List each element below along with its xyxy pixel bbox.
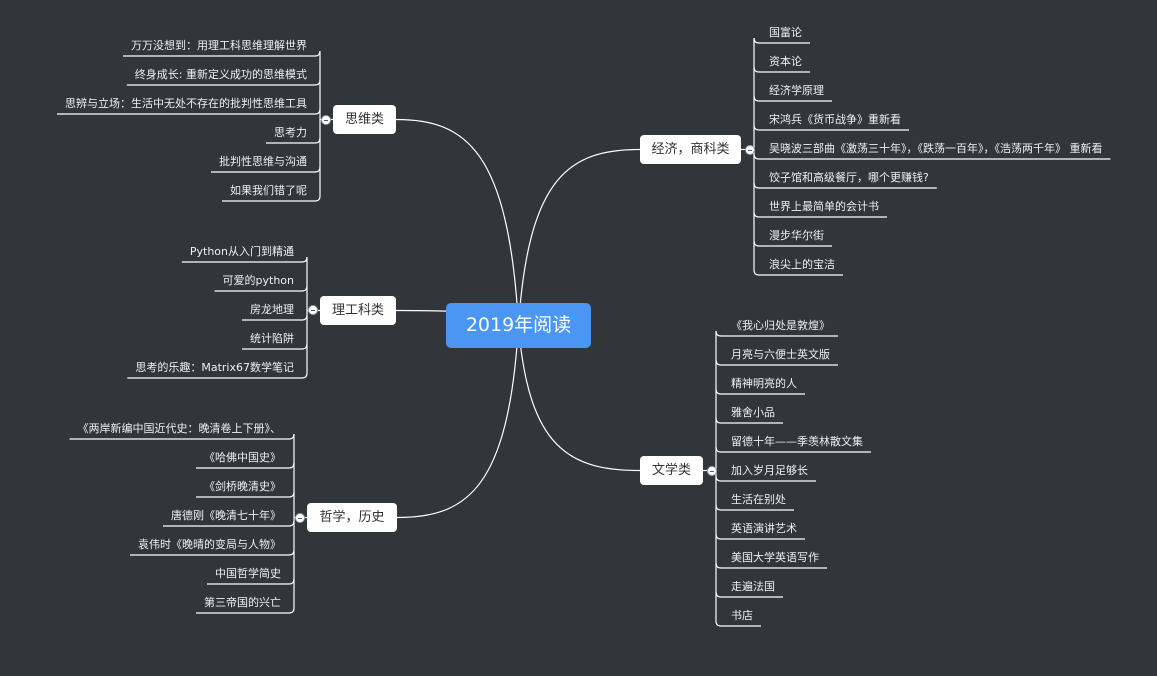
leaf-history-2[interactable]: 《哈佛中国史》 — [204, 451, 281, 464]
leaf-economics-2[interactable]: 资本论 — [769, 55, 802, 68]
collapse-icon[interactable] — [295, 513, 305, 523]
leaf-science-5[interactable]: 思考的乐趣：Matrix67数学笔记 — [135, 361, 294, 374]
leaf-underline — [753, 269, 843, 276]
collapse-icon[interactable] — [745, 145, 755, 155]
leaf-history-4[interactable]: 唐德刚《晚清七十年》 — [171, 509, 281, 522]
leaf-literature-8[interactable]: 英语演讲艺术 — [731, 522, 797, 535]
root-link-branch-philosophy-history — [396, 325, 520, 519]
leaf-history-5[interactable]: 袁伟时《晚晴的变局与人物》 — [138, 538, 281, 551]
leaf-history-3[interactable]: 《剑桥晚清史》 — [204, 480, 281, 493]
leaf-economics-1[interactable]: 国富论 — [769, 26, 802, 39]
leaf-underline — [715, 620, 761, 627]
leaf-literature-5[interactable]: 留德十年——季羡林散文集 — [731, 435, 863, 448]
root-link-branch-economics-business — [517, 148, 641, 326]
leaf-literature-11[interactable]: 书店 — [731, 609, 753, 622]
leaf-literature-3[interactable]: 精神明亮的人 — [731, 377, 797, 390]
collapse-icon[interactable] — [321, 115, 331, 125]
branch-philosophy-history[interactable]: 哲学，历史 — [307, 503, 397, 532]
leaf-economics-5[interactable]: 吴晓波三部曲《激荡三十年》，《跌荡一百年》，《浩荡两千年》 重新看 — [769, 142, 1103, 155]
leaf-economics-7[interactable]: 世界上最简单的会计书 — [769, 200, 879, 213]
leaf-science-2[interactable]: 可爱的python — [222, 274, 294, 287]
leaf-science-3[interactable]: 房龙地理 — [250, 303, 294, 316]
leaf-thinking-5[interactable]: 批判性思维与沟通 — [219, 155, 307, 168]
leaf-thinking-1[interactable]: 万万没想到：用理工科思维理解世界 — [131, 39, 307, 52]
root-topic[interactable]: 2019年阅读 — [446, 303, 591, 348]
leaf-literature-2[interactable]: 月亮与六便士英文版 — [731, 348, 830, 361]
leaf-thinking-6[interactable]: 如果我们错了呢 — [230, 184, 307, 197]
branch-science[interactable]: 理工科类 — [320, 296, 396, 325]
leaf-science-4[interactable]: 统计陷阱 — [250, 332, 294, 345]
leaf-economics-9[interactable]: 浪尖上的宝洁 — [769, 258, 835, 271]
leaf-thinking-3[interactable]: 思辨与立场：生活中无处不存在的批判性思维工具 — [65, 97, 307, 110]
collapse-icon[interactable] — [308, 305, 318, 315]
leaf-literature-6[interactable]: 加入岁月足够长 — [731, 464, 808, 477]
leaf-literature-9[interactable]: 美国大学英语写作 — [731, 551, 819, 564]
branch-literature[interactable]: 文学类 — [640, 456, 703, 485]
leaf-literature-4[interactable]: 雅舍小品 — [731, 406, 775, 419]
leaf-history-7[interactable]: 第三帝国的兴亡 — [204, 596, 281, 609]
leaf-science-1[interactable]: Python从入门到精通 — [189, 245, 294, 258]
leaf-underline — [196, 607, 295, 614]
leaf-literature-7[interactable]: 生活在别处 — [731, 493, 786, 506]
leaf-economics-4[interactable]: 宋鸿兵《货币战争》重新看 — [769, 113, 901, 126]
leaf-literature-10[interactable]: 走遍法国 — [731, 580, 775, 593]
leaf-economics-3[interactable]: 经济学原理 — [769, 84, 824, 97]
leaf-history-1[interactable]: 《两岸新编中国近代史：晚清卷上下册》、 — [77, 422, 282, 435]
leaf-thinking-4[interactable]: 思考力 — [274, 126, 307, 139]
leaf-literature-1[interactable]: 《我心归处是敦煌》 — [731, 319, 830, 332]
leaf-economics-6[interactable]: 饺子馆和高级餐厅，哪个更赚钱? — [769, 171, 929, 184]
leaf-underline — [222, 195, 321, 202]
root-link-branch-literature — [517, 325, 641, 472]
leaf-history-6[interactable]: 中国哲学简史 — [215, 567, 281, 580]
leaf-thinking-2[interactable]: 终身成长: 重新定义成功的思维模式 — [134, 68, 307, 81]
leaf-underline — [127, 372, 308, 379]
root-link-branch-thinking — [395, 118, 520, 326]
branch-thinking[interactable]: 思维类 — [333, 105, 396, 134]
leaf-economics-8[interactable]: 漫步华尔街 — [769, 229, 824, 242]
collapse-icon[interactable] — [707, 466, 717, 476]
branch-economics-business[interactable]: 经济，商科类 — [640, 135, 741, 164]
